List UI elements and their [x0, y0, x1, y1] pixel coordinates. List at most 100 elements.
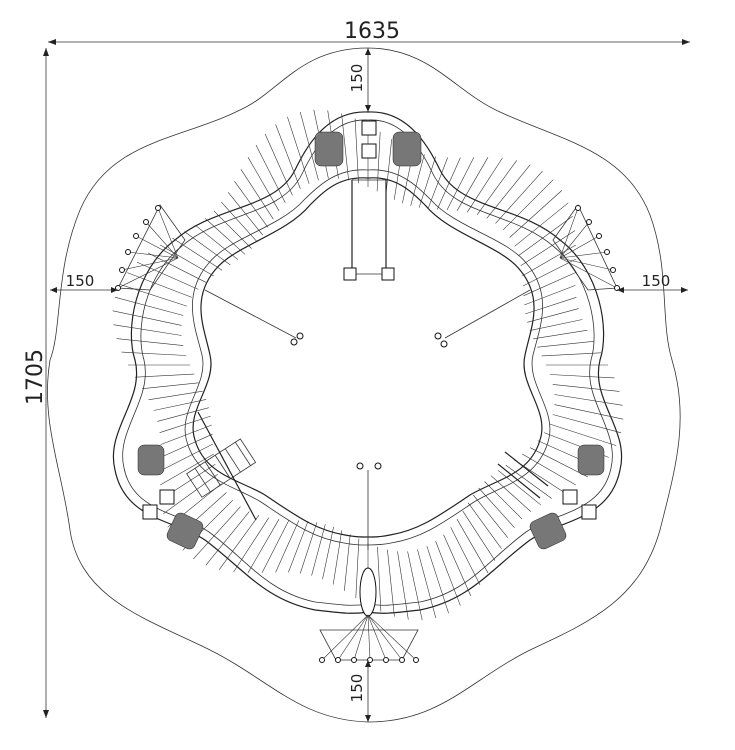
net-strand: [247, 157, 280, 211]
net-strand: [114, 296, 184, 316]
net-strand: [417, 549, 437, 619]
net-strand: [112, 310, 182, 326]
net-strand: [227, 192, 263, 236]
net-strand: [466, 157, 503, 213]
net-strand: [522, 453, 576, 486]
inner-ropes: [204, 289, 531, 550]
net-strand: [407, 551, 423, 621]
fan-net-strand: [127, 251, 179, 259]
net-strand: [525, 297, 577, 315]
anchor-point: [351, 657, 357, 663]
net-strand: [119, 284, 187, 307]
bottom-bridge: [359, 567, 377, 617]
structure-inner-ring: [192, 177, 543, 538]
net-strand: [522, 244, 576, 277]
net-strand: [537, 341, 594, 348]
net-strand: [486, 164, 531, 219]
clearance-right: 150: [617, 272, 688, 293]
anchor-point: [125, 249, 131, 255]
net-strand: [153, 399, 207, 411]
platform-top-a: [361, 120, 377, 136]
clearance-bottom-label: 150: [348, 674, 366, 703]
net-strand: [377, 546, 382, 612]
net-strand: [456, 519, 489, 573]
net-strand: [233, 517, 270, 573]
net-strand: [288, 521, 309, 573]
net-strand: [505, 464, 552, 499]
net-strand: [287, 116, 310, 184]
net-strand: [136, 261, 199, 290]
anchor-point: [367, 657, 373, 663]
net-strand: [456, 157, 489, 211]
platform-right-b: [581, 504, 597, 520]
net-strand: [332, 530, 343, 585]
overall-height-label: 1705: [23, 349, 48, 405]
fan-net-strand: [367, 614, 387, 661]
fan-net-strand: [145, 221, 179, 259]
net-strand: [322, 526, 334, 580]
net-strand: [476, 160, 517, 215]
net-strand: [376, 132, 381, 192]
clearance-top-label: 150: [348, 64, 366, 93]
anchor-point: [133, 233, 139, 239]
anchor-point: [115, 285, 121, 291]
net-strand: [522, 258, 576, 287]
net-strand: [529, 319, 583, 331]
net-strand: [344, 534, 351, 591]
net-strand: [275, 520, 300, 573]
net-strand: [435, 540, 461, 606]
net-strand: [552, 414, 622, 434]
net-strand: [121, 351, 187, 356]
fan-net-strand: [559, 257, 614, 271]
net-strand: [160, 433, 213, 458]
fan-net-strand: [353, 614, 369, 661]
clearance-left-label: 150: [66, 272, 95, 290]
net-strand: [450, 527, 481, 586]
net-strand: [554, 404, 624, 420]
net-panel-top-left: [314, 131, 344, 167]
anchor-point: [614, 285, 620, 291]
net-strand: [410, 154, 425, 206]
net-strand: [426, 546, 449, 614]
net-strand: [300, 522, 318, 574]
overall-width-label: 1635: [344, 19, 400, 44]
net-strand: [275, 124, 301, 190]
net-strand: [234, 181, 269, 228]
net-strand: [478, 487, 515, 529]
anchor-point: [596, 233, 602, 239]
net-strand: [113, 324, 182, 336]
net-panel-right-a: [577, 444, 605, 476]
net-strand: [184, 231, 231, 266]
net-panel-left-b: [166, 512, 204, 550]
anchor-point: [143, 219, 149, 225]
net-panel-left-a: [137, 444, 165, 476]
anchor-point: [575, 205, 581, 211]
pole-left: [197, 411, 257, 521]
net-strand: [549, 374, 615, 379]
entry-net-right: [552, 204, 620, 291]
net-strand: [473, 494, 509, 538]
fan-net-strand: [367, 614, 403, 661]
net-strand: [467, 502, 502, 549]
net-strand: [552, 384, 620, 392]
net-strand: [341, 113, 349, 181]
net-strand: [160, 424, 212, 445]
net-strand: [446, 157, 475, 211]
dimension-width: 1635: [48, 19, 690, 45]
entry-net-bottom: [319, 614, 419, 663]
net-strand: [205, 511, 250, 566]
net-strand: [255, 144, 286, 203]
net-strand: [142, 382, 199, 389]
net-panel-top-right: [392, 131, 422, 167]
net-strand: [157, 407, 209, 422]
anchor-point: [155, 205, 161, 211]
fan-net-strand: [559, 235, 600, 259]
net-strand: [299, 111, 319, 181]
net-strand: [514, 202, 569, 247]
net-strand: [247, 519, 280, 573]
net-strand: [495, 170, 543, 224]
dimension-height: 1705: [23, 48, 49, 718]
clearance-right-label: 150: [642, 272, 671, 290]
fan-net-strand: [121, 257, 179, 271]
net-strand: [554, 394, 623, 406]
